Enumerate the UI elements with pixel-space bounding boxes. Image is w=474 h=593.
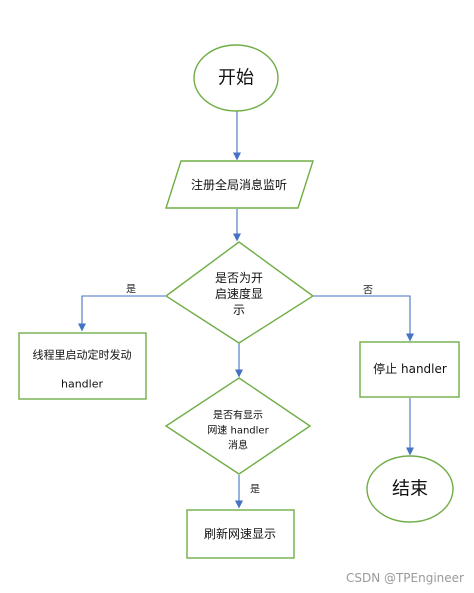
message-check-question-line3: 消息 (228, 439, 248, 452)
message-check-question-line2: 网速 handler (207, 425, 269, 437)
start-timer-label-line2: handler (61, 378, 103, 391)
end-node: 结束 (366, 455, 454, 523)
refresh-speed-node: 刷新网速显示 (186, 509, 295, 559)
stop-handler-node: 停止 handler (359, 341, 460, 398)
register-listener-node: 注册全局消息监听 (165, 160, 314, 209)
connector-decision-to-timer (78, 295, 166, 332)
message-check-question-line1: 是否有显示 (213, 409, 263, 422)
speed-display-decision: 是否为开 启速度显 示 (164, 241, 315, 344)
message-check-decision: 是否有显示 网速 handler 消息 (164, 377, 312, 475)
connector-decision-to-stop (313, 295, 414, 342)
refresh-speed-label: 刷新网速显示 (204, 526, 276, 541)
connectors (78, 110, 414, 509)
edge-label-yes-down: 是 (250, 484, 260, 496)
watermark: CSDN @TPEngineer (345, 571, 464, 585)
stop-handler-label: 停止 handler (373, 361, 447, 376)
end-label: 结束 (392, 479, 428, 500)
start-timer-label-line1: 线程里启动定时发动 (33, 348, 132, 362)
edge-label-yes-left: 是 (126, 284, 136, 296)
speed-display-question-line1: 是否为开 (215, 271, 263, 285)
start-timer-node: 线程里启动定时发动 handler (18, 332, 147, 400)
start-node: 开始 (193, 44, 279, 112)
start-label: 开始 (218, 68, 254, 89)
edge-label-no-right: 否 (363, 285, 373, 297)
register-listener-label: 注册全局消息监听 (191, 177, 287, 192)
speed-display-question-line3: 示 (233, 303, 245, 317)
speed-display-question-line2: 启速度显 (215, 286, 263, 301)
